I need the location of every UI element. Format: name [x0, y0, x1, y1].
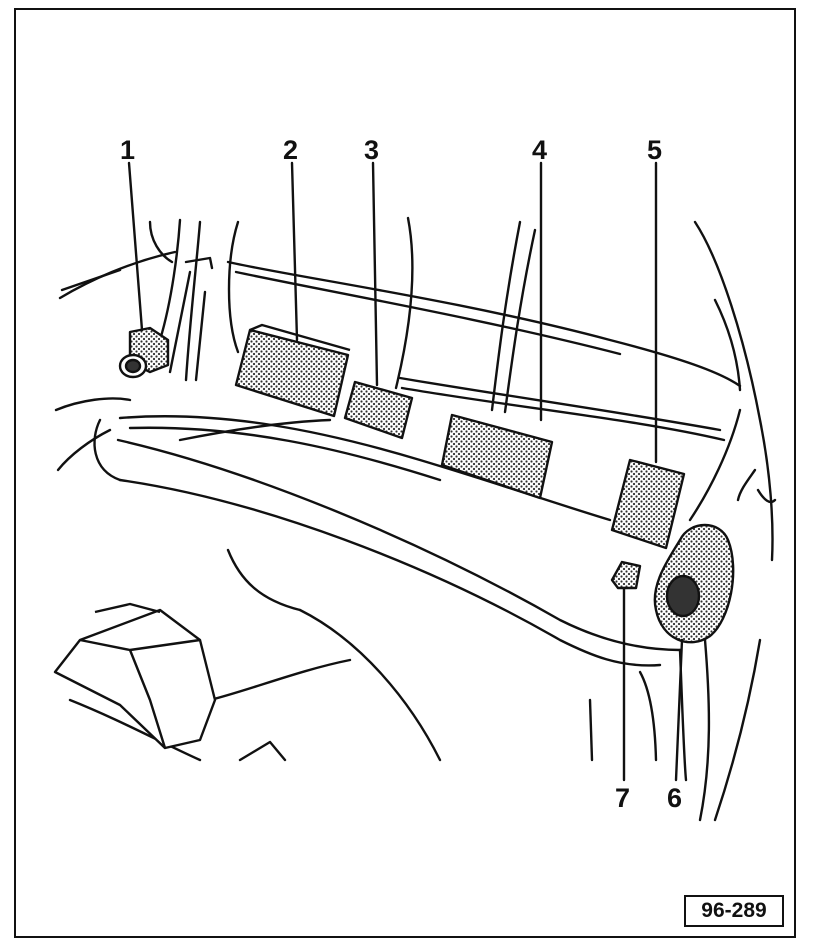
callout-1: 1: [120, 135, 136, 165]
callout-6: 6: [667, 783, 683, 813]
component-6-unit: [653, 523, 735, 644]
center-console: [53, 602, 217, 750]
reference-code: 96-289: [701, 899, 767, 922]
leader-lines: [127, 161, 684, 782]
diagram-frame: [14, 8, 796, 938]
leader-3: [371, 161, 379, 387]
shelf-components: [53, 323, 735, 750]
component-3-module: [343, 380, 414, 440]
leader-6: [674, 638, 684, 782]
callout-3: 3: [364, 135, 380, 165]
component-2-module: [234, 323, 351, 418]
component-4-module: [440, 413, 554, 500]
component-5-module: [610, 458, 686, 550]
leader-2: [290, 161, 299, 342]
leader-1: [127, 161, 144, 332]
callout-7: 7: [615, 783, 631, 813]
component-7-clip: [610, 560, 642, 590]
component-1-connector: [118, 326, 170, 379]
reference-code-box: 96-289: [684, 895, 784, 927]
callout-4: 4: [532, 135, 548, 165]
callout-2: 2: [283, 135, 299, 165]
callout-5: 5: [647, 135, 663, 165]
